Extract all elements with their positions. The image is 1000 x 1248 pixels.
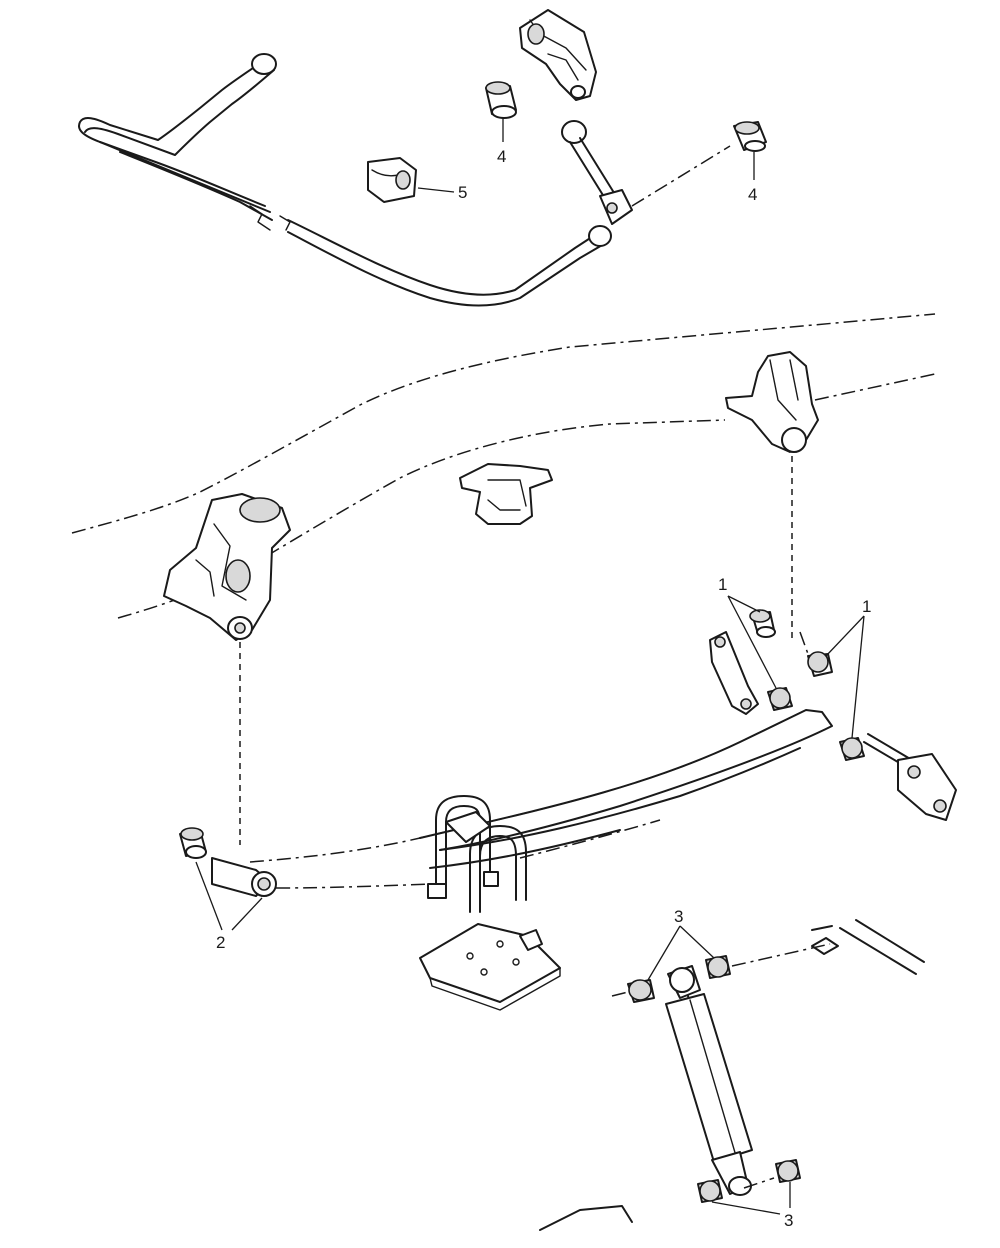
shock-bushing-3b [705, 955, 731, 979]
callout-2: 2 [216, 933, 225, 952]
stabilizer-link-bushing-4-right [733, 121, 767, 152]
callout-3-bottom: 3 [784, 1211, 793, 1230]
stabilizer-bar [78, 53, 612, 307]
leaf-spring [249, 709, 833, 889]
stabilizer-bushing-5 [367, 157, 417, 203]
callout-5: 5 [458, 183, 467, 202]
stabilizer-link [561, 120, 633, 225]
shackle-bushing-1b [807, 651, 833, 677]
shackle-bushing-1c [767, 687, 793, 711]
callout-4-right: 4 [748, 185, 757, 204]
shock-absorber [665, 965, 753, 1196]
spring-shackle-with-bolts [863, 733, 957, 821]
shackle-bushing-1d [839, 737, 865, 761]
callout-1-right: 1 [862, 597, 871, 616]
callout-4-left: 4 [497, 147, 506, 166]
callout-1-left: 1 [718, 575, 727, 594]
shock-bushing-3c [697, 1179, 723, 1203]
u-bolts [427, 795, 527, 913]
front-spring-hanger-bracket [163, 493, 291, 641]
rear-spring-hanger-bracket [725, 351, 819, 453]
stabilizer-frame-bracket [519, 9, 597, 101]
front-eye-bushing-2-inner [179, 827, 207, 859]
bump-stopper-bracket [459, 463, 553, 525]
shock-bushing-3a [627, 979, 655, 1003]
spring-shackle-plate [709, 631, 759, 715]
stabilizer-link-bushing-4-left [485, 81, 517, 119]
shackle-bushing-1a [749, 609, 776, 638]
vehicle-frame-rail [71, 313, 936, 619]
spring-seat-plate [419, 923, 561, 1011]
callout-3-top: 3 [674, 907, 683, 926]
front-eye-bushing-2 [211, 857, 277, 897]
shock-bushing-3d [775, 1159, 801, 1183]
